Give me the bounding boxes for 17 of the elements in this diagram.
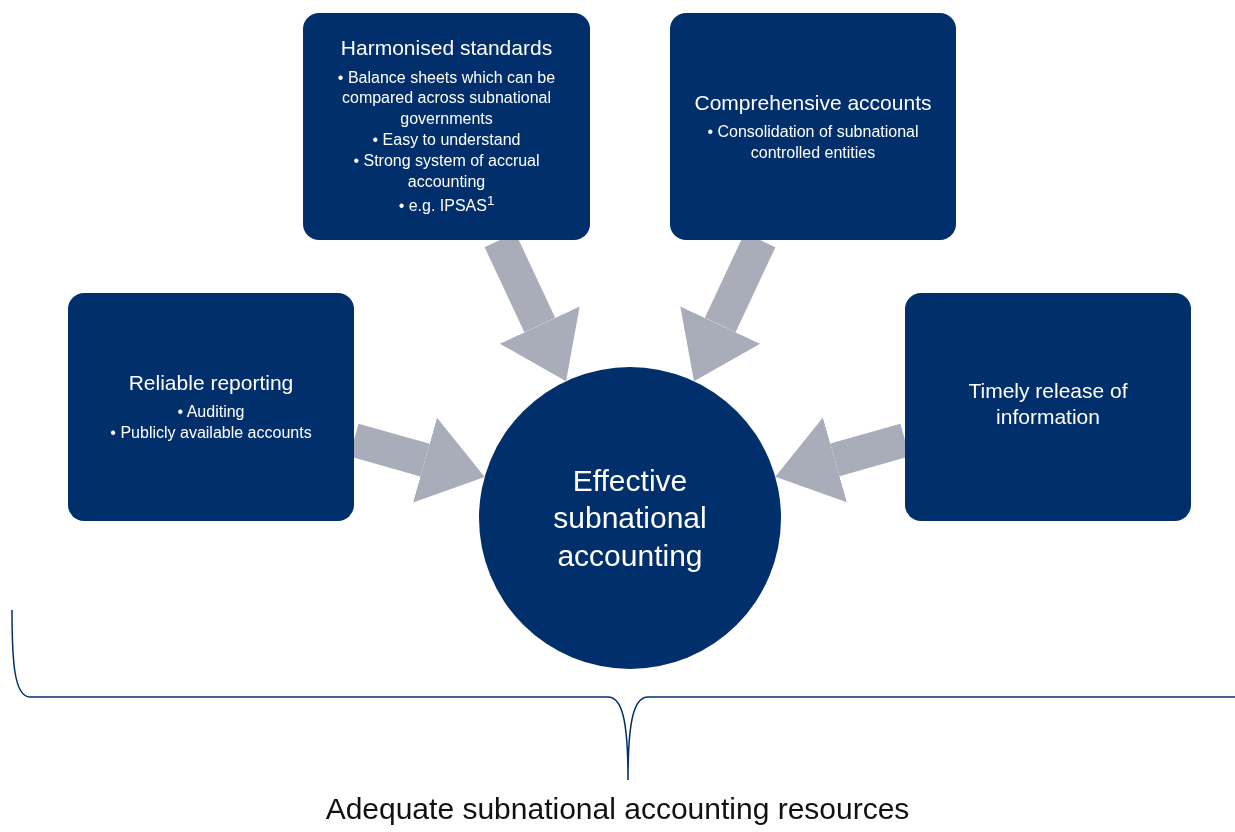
bullet-item: • Balance sheets which can be compared across subnational governments: [336, 67, 557, 130]
rounded-box: [905, 293, 1191, 521]
rounded-box: [670, 13, 956, 240]
bullet-item: • Easy to understand: [372, 130, 521, 151]
bullet-item: • Publicly available accounts: [110, 423, 312, 444]
bullet-item: • Strong system of accrual accounting: [352, 150, 541, 192]
bullet-item: • e.g. IPSAS$^{1}$: [398, 192, 495, 217]
rounded-box: [68, 293, 354, 521]
bullet-item: • Consolidation of subnational controlled entities: [706, 121, 920, 163]
bullet-item: • Auditing: [177, 402, 245, 423]
box-heading: Harmonised standards: [340, 35, 553, 62]
brace-caption: Adequate subnational accounting resources: [324, 792, 911, 826]
rounded-box: [303, 13, 590, 240]
box-heading: Reliable reporting: [128, 370, 294, 397]
box-heading: Comprehensive accounts: [694, 89, 932, 116]
box-heading: Effective subnational accounting: [552, 462, 708, 574]
box-heading: Timely release of information: [967, 377, 1129, 430]
